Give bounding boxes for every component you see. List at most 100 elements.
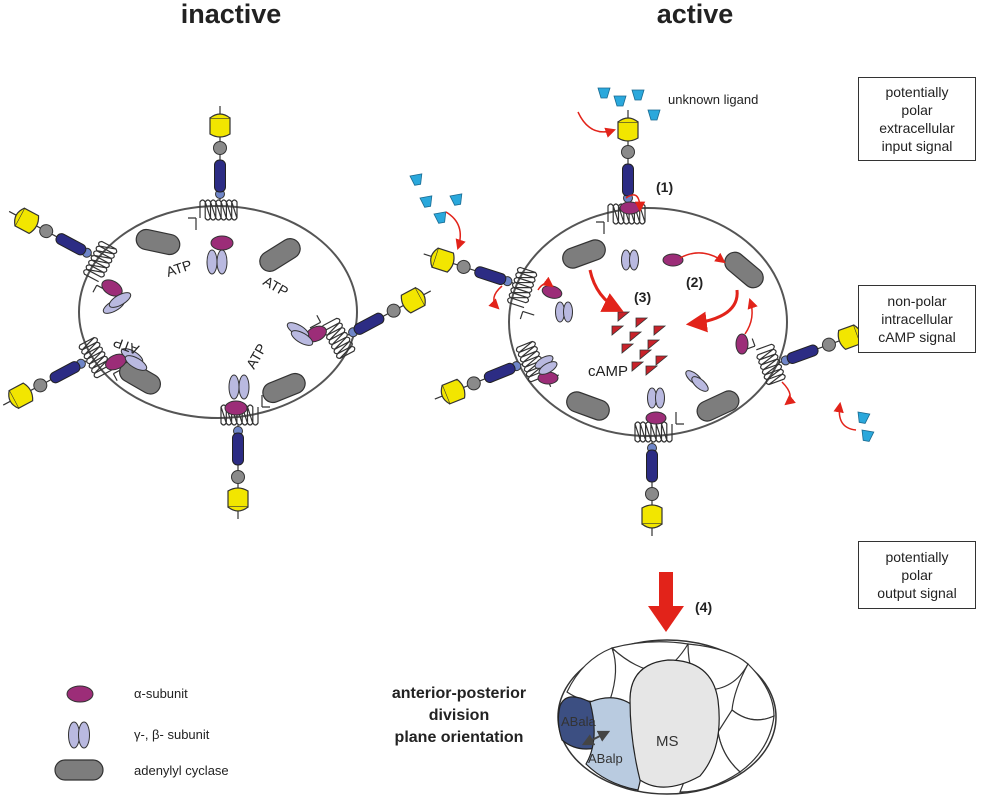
ligands: unknown ligand	[409, 87, 875, 442]
adenylyl-cyclase-icon	[262, 372, 306, 404]
receptor-ball	[386, 303, 401, 318]
embryo: ABala ABalp MS	[557, 639, 777, 795]
gamma-beta-subunit-icon	[228, 374, 240, 400]
camp-molecule-icon	[653, 325, 667, 336]
cyclase-to-camp-arrow	[685, 289, 739, 333]
box-line: intracellular	[881, 311, 953, 327]
receptor-transmembrane-rod	[786, 344, 819, 364]
receptor-ligand-binding-head	[431, 247, 455, 273]
legend: α-subunit γ-, β- subunit adenylyl cyclas…	[54, 685, 229, 781]
gamma-beta-subunit-icon	[290, 330, 314, 346]
legend-alpha-label: α-subunit	[134, 686, 188, 701]
output-arrow	[648, 572, 684, 632]
cyclase-to-camp-arrow	[588, 269, 624, 312]
receptor-transmembrane-rod	[622, 163, 634, 197]
gamma-beta-subunit-icon	[216, 249, 228, 275]
gamma-beta-subunit-icon	[238, 374, 250, 400]
gamma-beta-subunit-icon	[691, 376, 709, 392]
adenylyl-cyclase-icon	[259, 238, 301, 272]
box-line: potentially	[885, 549, 949, 565]
receptor	[2, 336, 125, 410]
box-line: potentially	[885, 84, 949, 100]
step-3-label: (3)	[634, 289, 651, 305]
receptor	[220, 395, 270, 519]
camp-molecule-icon	[645, 365, 659, 376]
box-line: polar	[901, 102, 933, 118]
receptor-ball	[39, 224, 54, 239]
atp-label: ATP	[164, 257, 194, 280]
box-line: extracellular	[879, 120, 955, 136]
camp-molecule-icon	[647, 339, 661, 350]
receptor	[309, 286, 432, 360]
adenylyl-cyclase-icon	[135, 228, 181, 256]
output-signal-box: potentially polar output signal	[858, 541, 976, 609]
alpha-subunit-icon	[619, 201, 641, 215]
gamma-beta-subunit-icon	[563, 301, 573, 323]
ligand-binding-arrow	[577, 111, 616, 138]
receptor-ligand-binding-head	[14, 207, 40, 235]
receptor	[634, 412, 684, 536]
alpha-subunit-icon	[224, 400, 248, 416]
ligand-binding-arrow	[488, 285, 503, 310]
receptor-ball	[821, 337, 836, 352]
camp-molecules	[611, 311, 669, 376]
ligand-binding-arrow	[445, 211, 466, 250]
receptor-ligand-binding-head	[441, 378, 466, 405]
receptor-ball	[466, 376, 481, 391]
camp-molecule-icon	[629, 331, 643, 342]
receptor-ligand-binding-head	[209, 117, 231, 138]
camp-molecule-icon	[655, 355, 669, 366]
ligand-icon	[449, 193, 463, 206]
adenylyl-cyclase-icon	[566, 391, 610, 421]
camp-molecule-icon	[631, 361, 645, 372]
camp-molecule-icon	[617, 311, 631, 322]
receptor	[434, 340, 560, 405]
ligand-icon	[409, 173, 423, 186]
adenylyl-cyclase-icon	[696, 390, 740, 422]
embryo-cell	[566, 647, 617, 703]
alpha-to-cyclase-arrow	[744, 298, 758, 335]
receptor-ball	[645, 487, 659, 501]
receptor-ball	[213, 141, 227, 155]
gamma-beta-subunit-icon	[629, 249, 639, 271]
receptor	[8, 207, 118, 293]
embryo-cell-abalp	[585, 697, 646, 791]
ligand-icon	[597, 87, 611, 99]
receptor-ball	[456, 259, 471, 274]
alpha-subunit-icon	[662, 253, 684, 267]
camp-signal-box: non-polar intracellular cAMP signal	[858, 285, 976, 353]
inactive-receptors	[2, 106, 432, 519]
gamma-beta-subunit-icon	[206, 249, 218, 275]
outcome-line-3: plane orientation	[395, 729, 524, 746]
receptor-ball	[33, 378, 48, 393]
active-interior: cAMP	[534, 194, 764, 425]
ligand-icon	[631, 89, 645, 101]
receptor-ligand-binding-head	[400, 286, 426, 314]
receptor-ball	[231, 470, 245, 484]
receptor-transmembrane-rod	[646, 449, 658, 483]
gamma-beta-subunit-icon	[124, 355, 148, 371]
alpha-release-arrow	[537, 276, 554, 291]
legend-cyclase-label: adenylyl cyclase	[134, 763, 229, 778]
unknown-ligand-label: unknown ligand	[668, 92, 758, 107]
adenylyl-cyclase-icon	[724, 251, 764, 289]
gamma-beta-subunit-icon	[538, 361, 558, 375]
gamma-beta-subunit-icon	[108, 292, 132, 308]
receptor	[743, 324, 869, 386]
ligand-icon	[433, 211, 447, 224]
ligand-icon	[861, 429, 875, 442]
outcome-line-1: anterior-posterior	[392, 685, 526, 702]
camp-molecule-icon	[621, 343, 635, 354]
alpha-subunit-icon	[66, 685, 94, 703]
box-line: input signal	[881, 138, 953, 154]
alpha-subunit-icon	[735, 333, 749, 355]
alpha-to-cyclase-arrow	[679, 252, 726, 264]
step-4-label: (4)	[695, 599, 712, 615]
receptor	[596, 110, 646, 234]
embryo-cell-ms	[629, 659, 720, 788]
receptor-transmembrane-rod	[483, 362, 516, 383]
adenylyl-cyclase-icon	[562, 239, 606, 269]
abalp-label: ABalp	[588, 751, 623, 766]
ligand-icon	[419, 195, 433, 208]
